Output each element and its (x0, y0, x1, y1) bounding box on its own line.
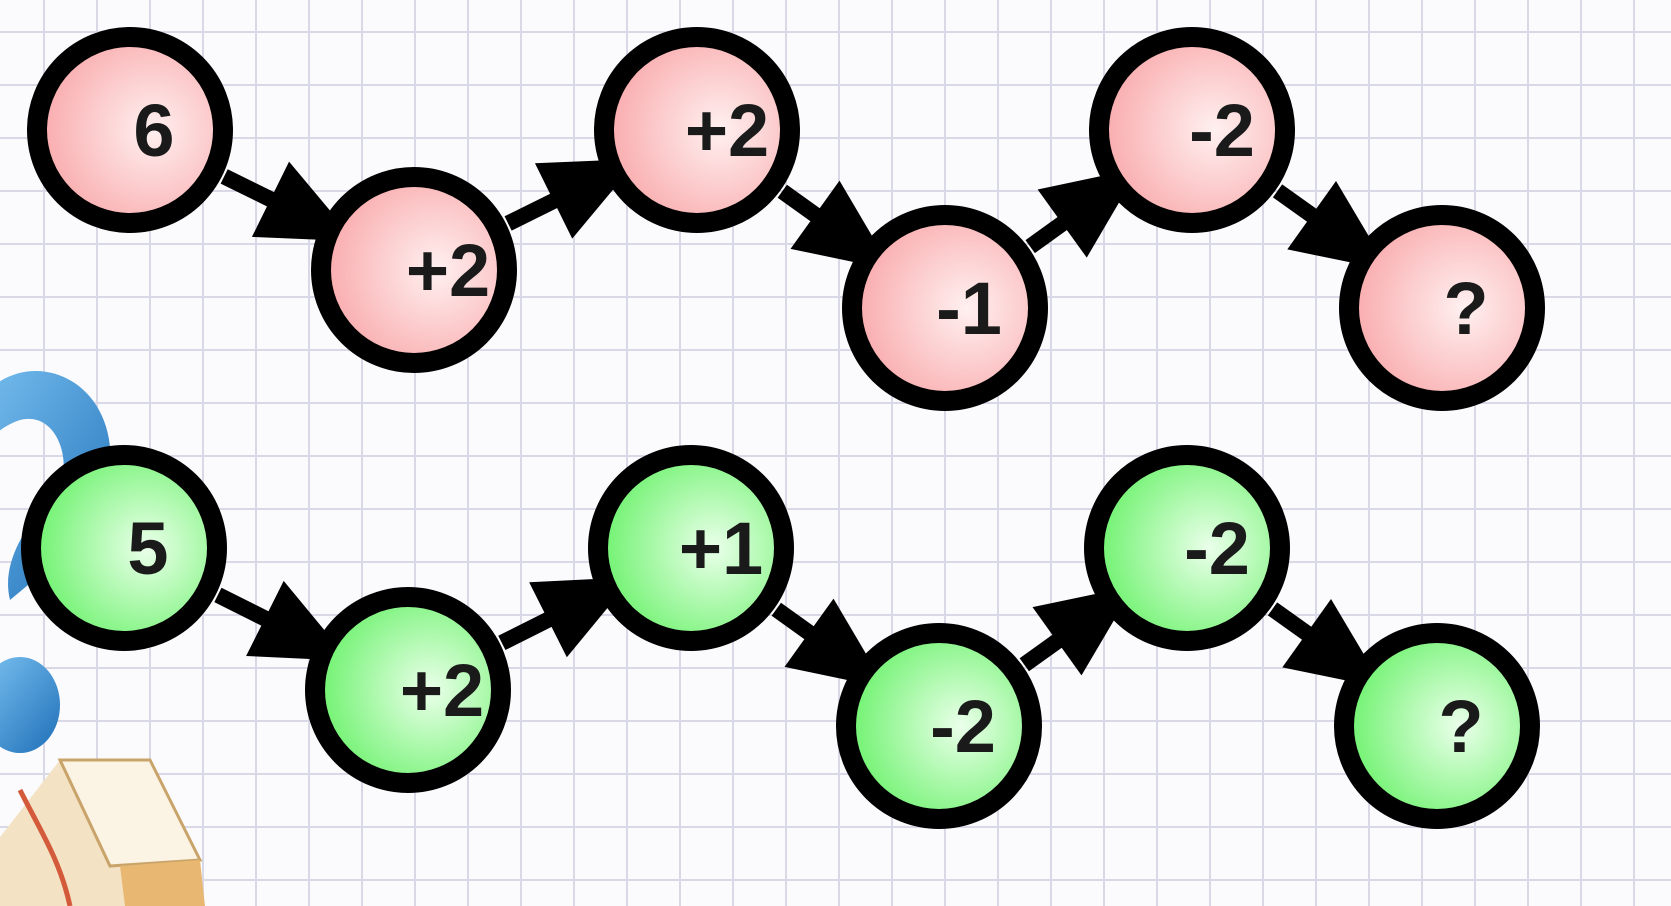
node-pink-2: +2 (311, 167, 517, 373)
node-green-1: 5 (21, 445, 227, 651)
node-label: 6 (133, 89, 174, 172)
node-circle (305, 587, 511, 793)
node-circle (1084, 445, 1290, 651)
node-circle (21, 445, 227, 651)
node-circle (842, 205, 1048, 411)
node-circle (311, 167, 517, 373)
node-green-4: -2 (836, 623, 1042, 829)
node-label: 5 (127, 507, 168, 590)
node-green-5: -2 (1084, 445, 1290, 651)
node-label: +1 (679, 507, 763, 590)
node-label: -1 (936, 267, 1002, 350)
node-circle (836, 623, 1042, 829)
node-circle (594, 27, 800, 233)
node-pink-6: ? (1339, 205, 1545, 411)
node-circle (588, 445, 794, 651)
node-circle (1089, 27, 1295, 233)
node-green-3: +1 (588, 445, 794, 651)
node-pink-4: -1 (842, 205, 1048, 411)
node-label: +2 (400, 649, 484, 732)
node-label: +2 (685, 89, 769, 172)
node-label: -2 (1189, 89, 1255, 172)
node-label: ? (1438, 685, 1483, 768)
node-label: -2 (930, 685, 996, 768)
node-label: ? (1443, 267, 1488, 350)
node-pink-5: -2 (1089, 27, 1295, 233)
node-circle (27, 27, 233, 233)
node-label: -2 (1184, 507, 1250, 590)
node-label: +2 (406, 229, 490, 312)
nodes-layer: 6 +2 +2 -1 -2? 5 +2 +1 -2 -2? (21, 27, 1545, 829)
node-pink-3: +2 (594, 27, 800, 233)
node-green-2: +2 (305, 587, 511, 793)
node-green-6: ? (1334, 623, 1540, 829)
node-pink-1: 6 (27, 27, 233, 233)
node-circle (1339, 205, 1545, 411)
node-circle (1334, 623, 1540, 829)
